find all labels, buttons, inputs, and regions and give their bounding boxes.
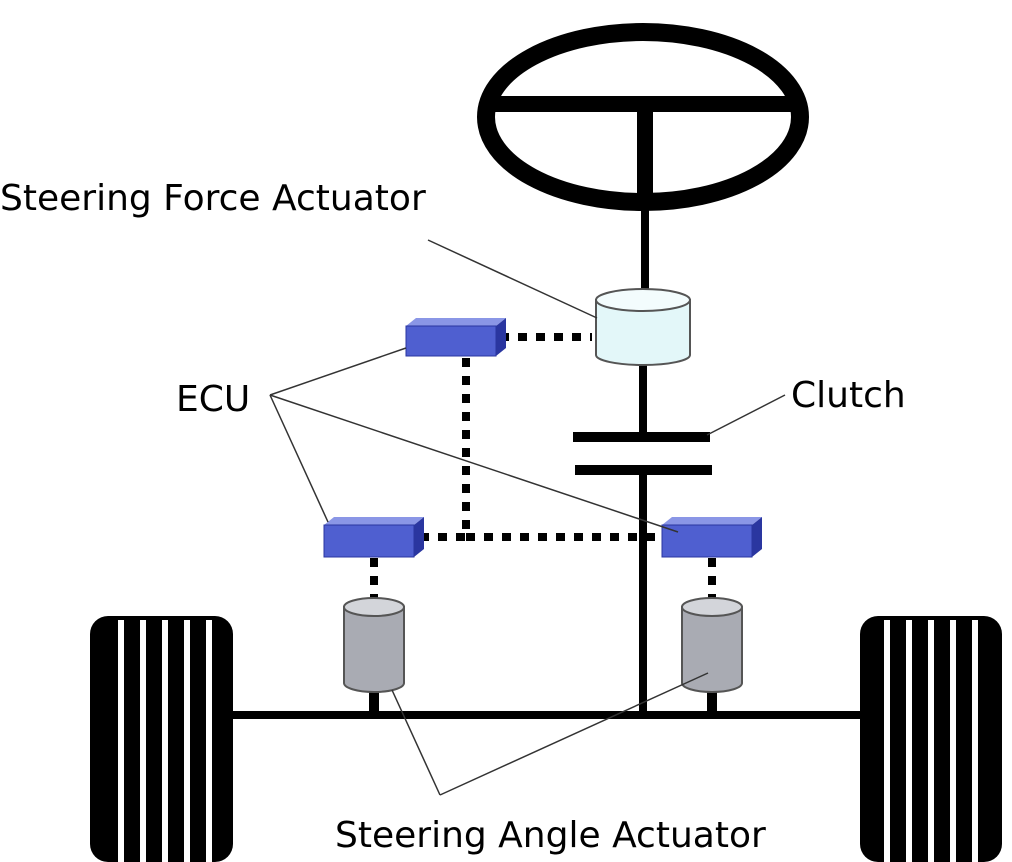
label-steering-force-actuator: Steering Force Actuator [0,178,426,219]
label-steering-angle-actuator: Steering Angle Actuator [335,815,766,856]
leader-angle-actuator-right [439,672,709,796]
leader-angle-actuator-left [391,689,441,796]
steering-angle-actuator-left [343,597,405,715]
leader-ecu-top [269,347,407,396]
label-clutch: Clutch [791,375,906,416]
signal-ecu-top-to-bottom-row [420,358,470,541]
left-wheel [90,616,233,862]
ecu-right [661,517,762,558]
leader-ecu-right [269,394,679,533]
label-ecu: ECU [176,379,250,420]
right-wheel [860,616,1002,862]
steering-wheel [477,23,809,211]
signal-connections [370,333,716,598]
leader-force-actuator [427,239,598,319]
steering-force-actuator [595,288,691,366]
leader-clutch [706,394,786,436]
ecu-top [405,318,506,357]
leader-ecu-left [269,394,329,523]
leader-lines [269,239,786,796]
ecu-left [323,517,424,558]
steering-angle-actuator-right [681,597,743,715]
